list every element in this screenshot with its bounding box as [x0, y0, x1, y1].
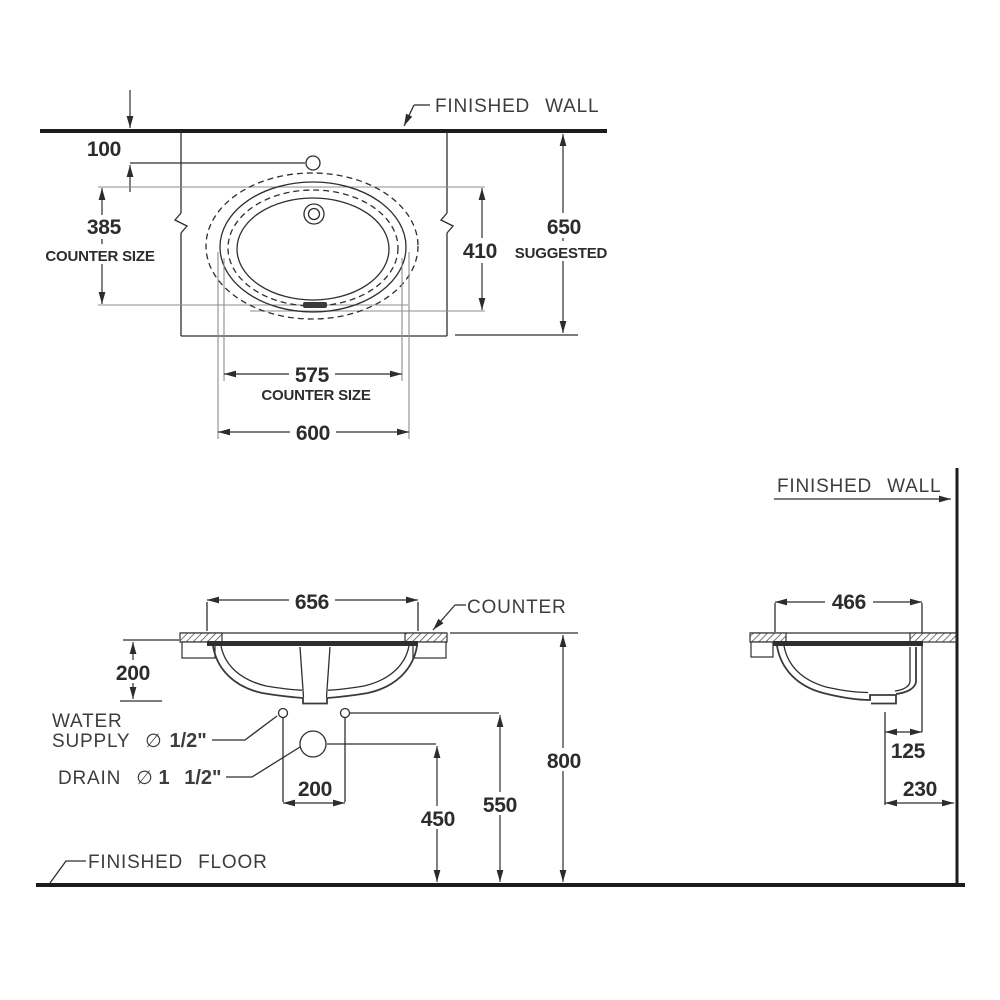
counter-fascia-right: [412, 641, 447, 659]
counter-fascia-side: [750, 641, 774, 658]
finished-floor-leader: [49, 860, 86, 884]
dim-800-text: 800: [547, 750, 581, 773]
front-section-view: 656 COUNTER 200 WATER: [36, 589, 965, 887]
dim-650-text: 650: [547, 216, 581, 239]
counter-label: COUNTER: [467, 597, 567, 618]
finished-wall-label-side: FINISHED WALL: [777, 476, 941, 497]
faucet-hole-inner: [307, 207, 321, 221]
water-supply-point-left: [277, 707, 289, 719]
counter-size-label-bottom: COUNTER SIZE: [261, 387, 370, 404]
drain-column-right: [325, 646, 331, 698]
bowl-outer-front: [212, 645, 418, 705]
tap-hole-mark: [305, 155, 321, 171]
finished-wall-leader-b: [403, 104, 415, 127]
counter-leader-b: [432, 604, 456, 631]
water-supply-point-right: [339, 707, 351, 719]
counter-cut-right-side: [909, 632, 957, 643]
bowl-back-inner-side: [894, 647, 911, 692]
rim-bar-front: [207, 641, 418, 646]
dim-200-depth-text: 200: [116, 662, 150, 685]
counter-cut-left-side: [749, 632, 787, 643]
cutout-dashed-outer: [205, 172, 419, 320]
counter-outline-plan: [173, 132, 455, 337]
basin-plan: [205, 172, 419, 320]
overflow-slot: [303, 302, 327, 308]
side-section-view: FINISHED WALL 466 125 230: [749, 468, 959, 884]
water-supply-label-line1: WATER: [52, 711, 123, 732]
counter-size-label-left: COUNTER SIZE: [45, 248, 154, 265]
drain-leader: [226, 746, 301, 778]
dim-100-text: 100: [87, 138, 121, 161]
break-mark-right: [439, 212, 455, 234]
dim-550-text: 550: [483, 794, 517, 817]
cutout-dashed-inner: [227, 189, 399, 307]
faucet-hole-outer: [303, 203, 325, 225]
water-supply-label-line2: SUPPLY ∅1/2": [52, 730, 207, 752]
suggested-label: SUGGESTED: [515, 245, 608, 262]
dim-450-text: 450: [421, 808, 455, 831]
bowl-outer-side: [776, 645, 897, 705]
bowl-oval: [236, 197, 390, 301]
finished-floor-label: FINISHED FLOOR: [88, 852, 268, 873]
dim-575-text: 575: [295, 364, 330, 387]
dim-385-text: 385: [87, 216, 122, 239]
dim-600-text: 600: [296, 422, 330, 445]
dim-230-text: 230: [903, 778, 937, 801]
dim-410-text: 410: [463, 240, 497, 263]
finished-wall-label-plan: FINISHED WALL: [435, 96, 599, 117]
drain-column-left: [299, 646, 305, 698]
counter-cut-left: [179, 632, 223, 643]
dim-466-text: 466: [832, 591, 866, 614]
drain-point: [299, 730, 327, 758]
bowl-back-outer-side: [895, 647, 917, 695]
counter-fascia-left: [181, 641, 216, 659]
bowl-inner-right-front: [327, 645, 410, 691]
counter-cut-right: [404, 632, 448, 643]
rim-bar-side: [773, 641, 923, 646]
plan-view: FINISHED WALL 100: [40, 90, 614, 445]
bowl-inner-side: [783, 645, 869, 694]
water-supply-leader: [212, 715, 278, 741]
rim-oval: [219, 181, 407, 313]
break-mark-left: [173, 212, 189, 234]
drain-label: DRAIN ∅1 1/2": [58, 767, 222, 789]
dim-200-spacing-text: 200: [298, 778, 332, 801]
dim-125-text: 125: [891, 740, 926, 763]
bowl-inner-left-front: [220, 645, 303, 691]
dim-656-text: 656: [295, 591, 329, 614]
